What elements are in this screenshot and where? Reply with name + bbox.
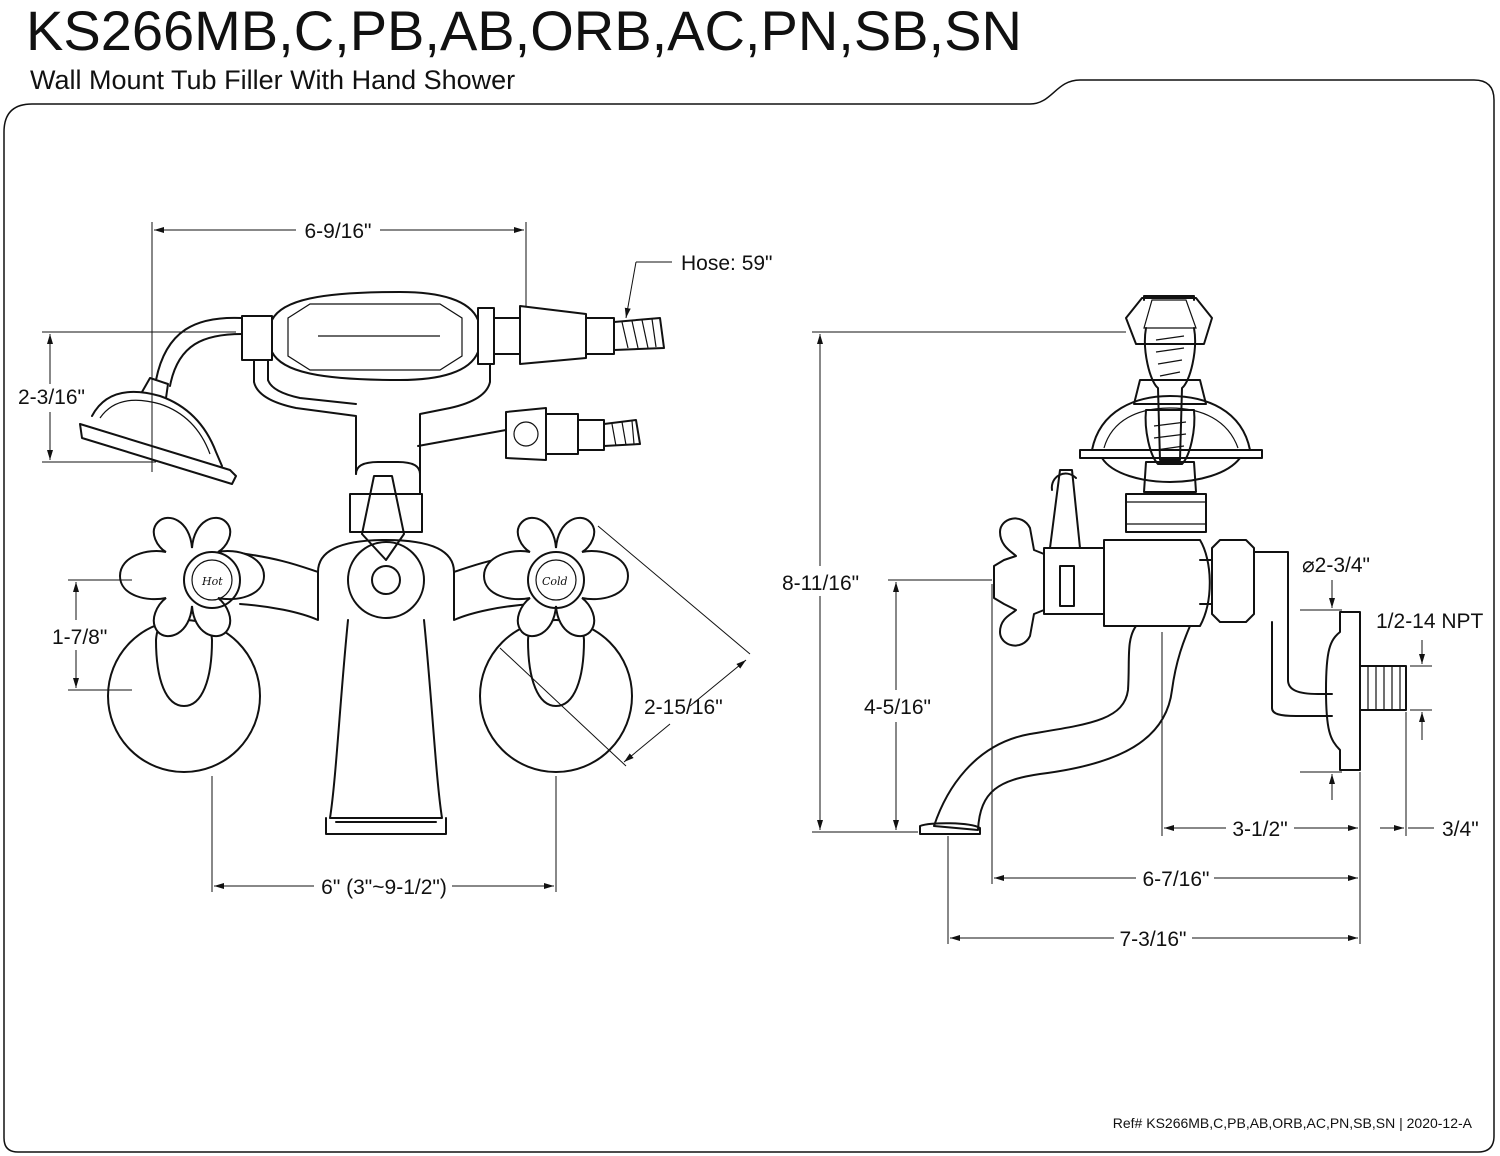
dim-4-5-16: 4-5/16": [864, 696, 931, 719]
side-dim-spout-height: 4-5/16": [864, 579, 992, 830]
drawing-frame: [3, 79, 1495, 1153]
dim-1-2-14-npt: 1/2-14 NPT: [1376, 610, 1484, 633]
side-cross-handle: [993, 517, 1045, 647]
side-view-drawing: [919, 295, 1407, 835]
valve-body: [231, 461, 541, 835]
dim-2-3-16: 2-3/16": [18, 386, 85, 409]
shower-cradle: [253, 359, 641, 475]
side-dim-total-reach: 7-3/16": [947, 836, 1358, 951]
side-dim-spout-reach: 3-1/2": [1161, 632, 1361, 944]
dim-2-15-16: 2-15/16": [644, 696, 723, 719]
dim-7-3-16: 7-3/16": [1120, 928, 1187, 951]
dim-6-9-16: 6-9/16": [305, 220, 372, 243]
side-valve-body: [1043, 469, 1255, 627]
hot-handle: Hot: [107, 517, 266, 773]
front-dim-handshower-width: 6-9/16": [151, 220, 527, 472]
wall-arm: [1253, 551, 1407, 771]
hose-label: Hose: 59": [681, 252, 773, 275]
side-dim-handle-reach: 6-7/16": [991, 584, 1358, 891]
reference-number: Ref# KS266MB,C,PB,AB,ORB,AC,PN,SB,SN | 2…: [1113, 1115, 1473, 1131]
model-title: KS266MB,C,PB,AB,ORB,AC,PN,SB,SN: [26, 0, 1022, 62]
dim-3-1-2: 3-1/2": [1232, 818, 1287, 841]
front-dim-shower-head-height: 2-3/16": [18, 331, 236, 463]
hand-shower-holder: [1125, 295, 1213, 461]
hot-label: Hot: [201, 575, 223, 588]
front-dim-center-spread: 6" (3"~9-1/2"): [211, 776, 557, 899]
dim-6-7-16: 6-7/16": [1143, 868, 1210, 891]
side-dim-flange-diameter: ⌀2-3/4": [1300, 554, 1370, 800]
side-dim-thread-length: 3/4": [1380, 712, 1479, 841]
dim-diameter-2-3-4: ⌀2-3/4": [1302, 554, 1370, 577]
dim-8-11-16: 8-11/16": [782, 572, 859, 595]
front-dim-handle-height: 1-7/8": [52, 579, 132, 691]
front-view-drawing: Hot Cold: [79, 291, 665, 835]
product-subtitle: Wall Mount Tub Filler With Hand Shower: [30, 65, 515, 95]
hand-shower-handle: [241, 291, 665, 381]
hose-callout: Hose: 59": [624, 252, 773, 319]
cold-handle: Cold: [479, 517, 633, 773]
holder-flange: [1079, 395, 1263, 493]
cold-label: Cold: [542, 575, 568, 588]
spout: [919, 625, 1191, 835]
shower-head: [79, 316, 243, 485]
side-dim-thread: 1/2-14 NPT: [1376, 610, 1484, 740]
side-dim-total-height: 8-11/16": [782, 331, 1126, 833]
dim-6-inch-spread: 6" (3"~9-1/2"): [321, 876, 447, 899]
dim-3-4: 3/4": [1442, 818, 1479, 841]
front-dim-handle-span: 2-15/16": [499, 525, 751, 767]
dim-1-7-8: 1-7/8": [52, 626, 107, 649]
